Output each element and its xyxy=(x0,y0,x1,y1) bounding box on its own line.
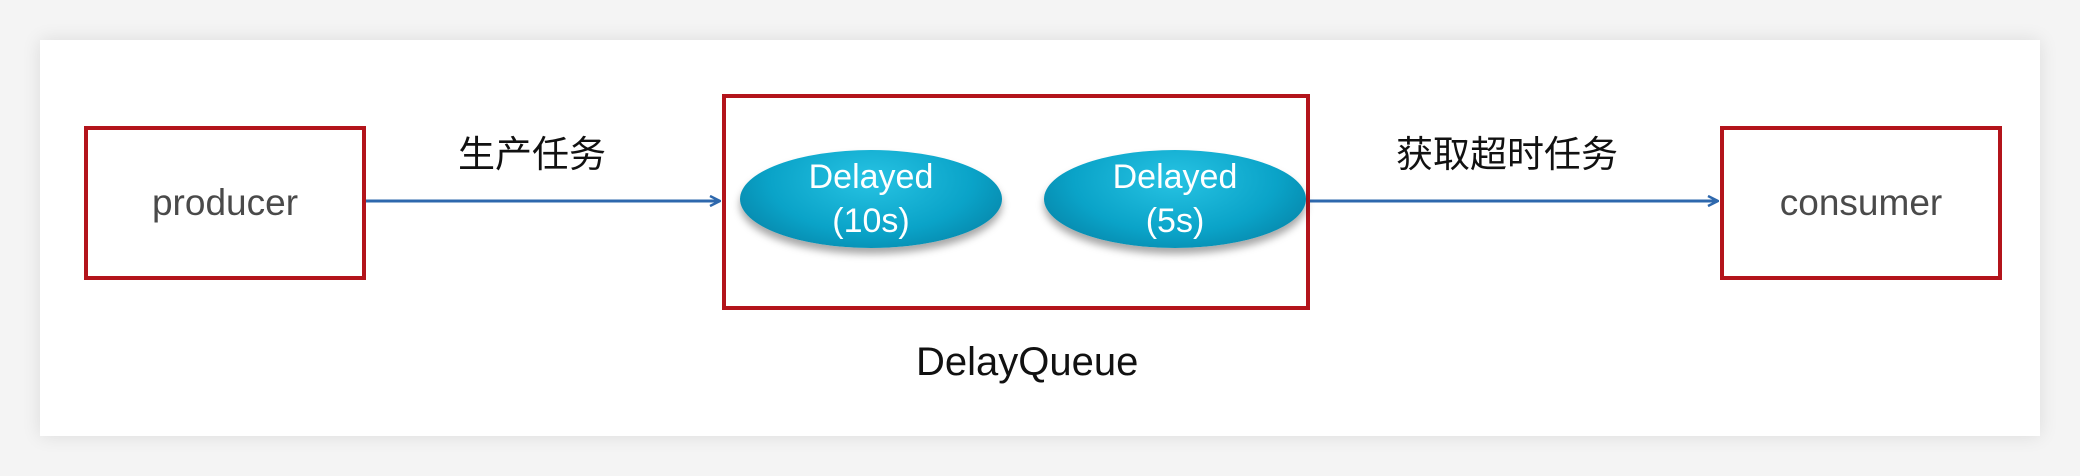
task-delay: (5s) xyxy=(1145,202,1205,240)
delay-queue-label: DelayQueue xyxy=(916,340,1139,384)
fetch-edge-label: 获取超时任务 xyxy=(1396,134,1618,175)
diagram-canvas xyxy=(40,40,2040,436)
delay-queue-node xyxy=(722,94,1310,310)
delayed-task-1: Delayed (10s) xyxy=(740,150,1002,248)
delayed-task-2: Delayed (5s) xyxy=(1044,150,1306,248)
producer-node: producer xyxy=(84,126,366,280)
task-delay: (10s) xyxy=(832,202,910,240)
task-name: Delayed xyxy=(1112,158,1238,196)
consumer-node: consumer xyxy=(1720,126,2002,280)
task-name: Delayed xyxy=(808,158,934,196)
consumer-label: consumer xyxy=(1779,182,1943,223)
produce-edge-label: 生产任务 xyxy=(458,134,606,175)
producer-label: producer xyxy=(151,182,299,223)
